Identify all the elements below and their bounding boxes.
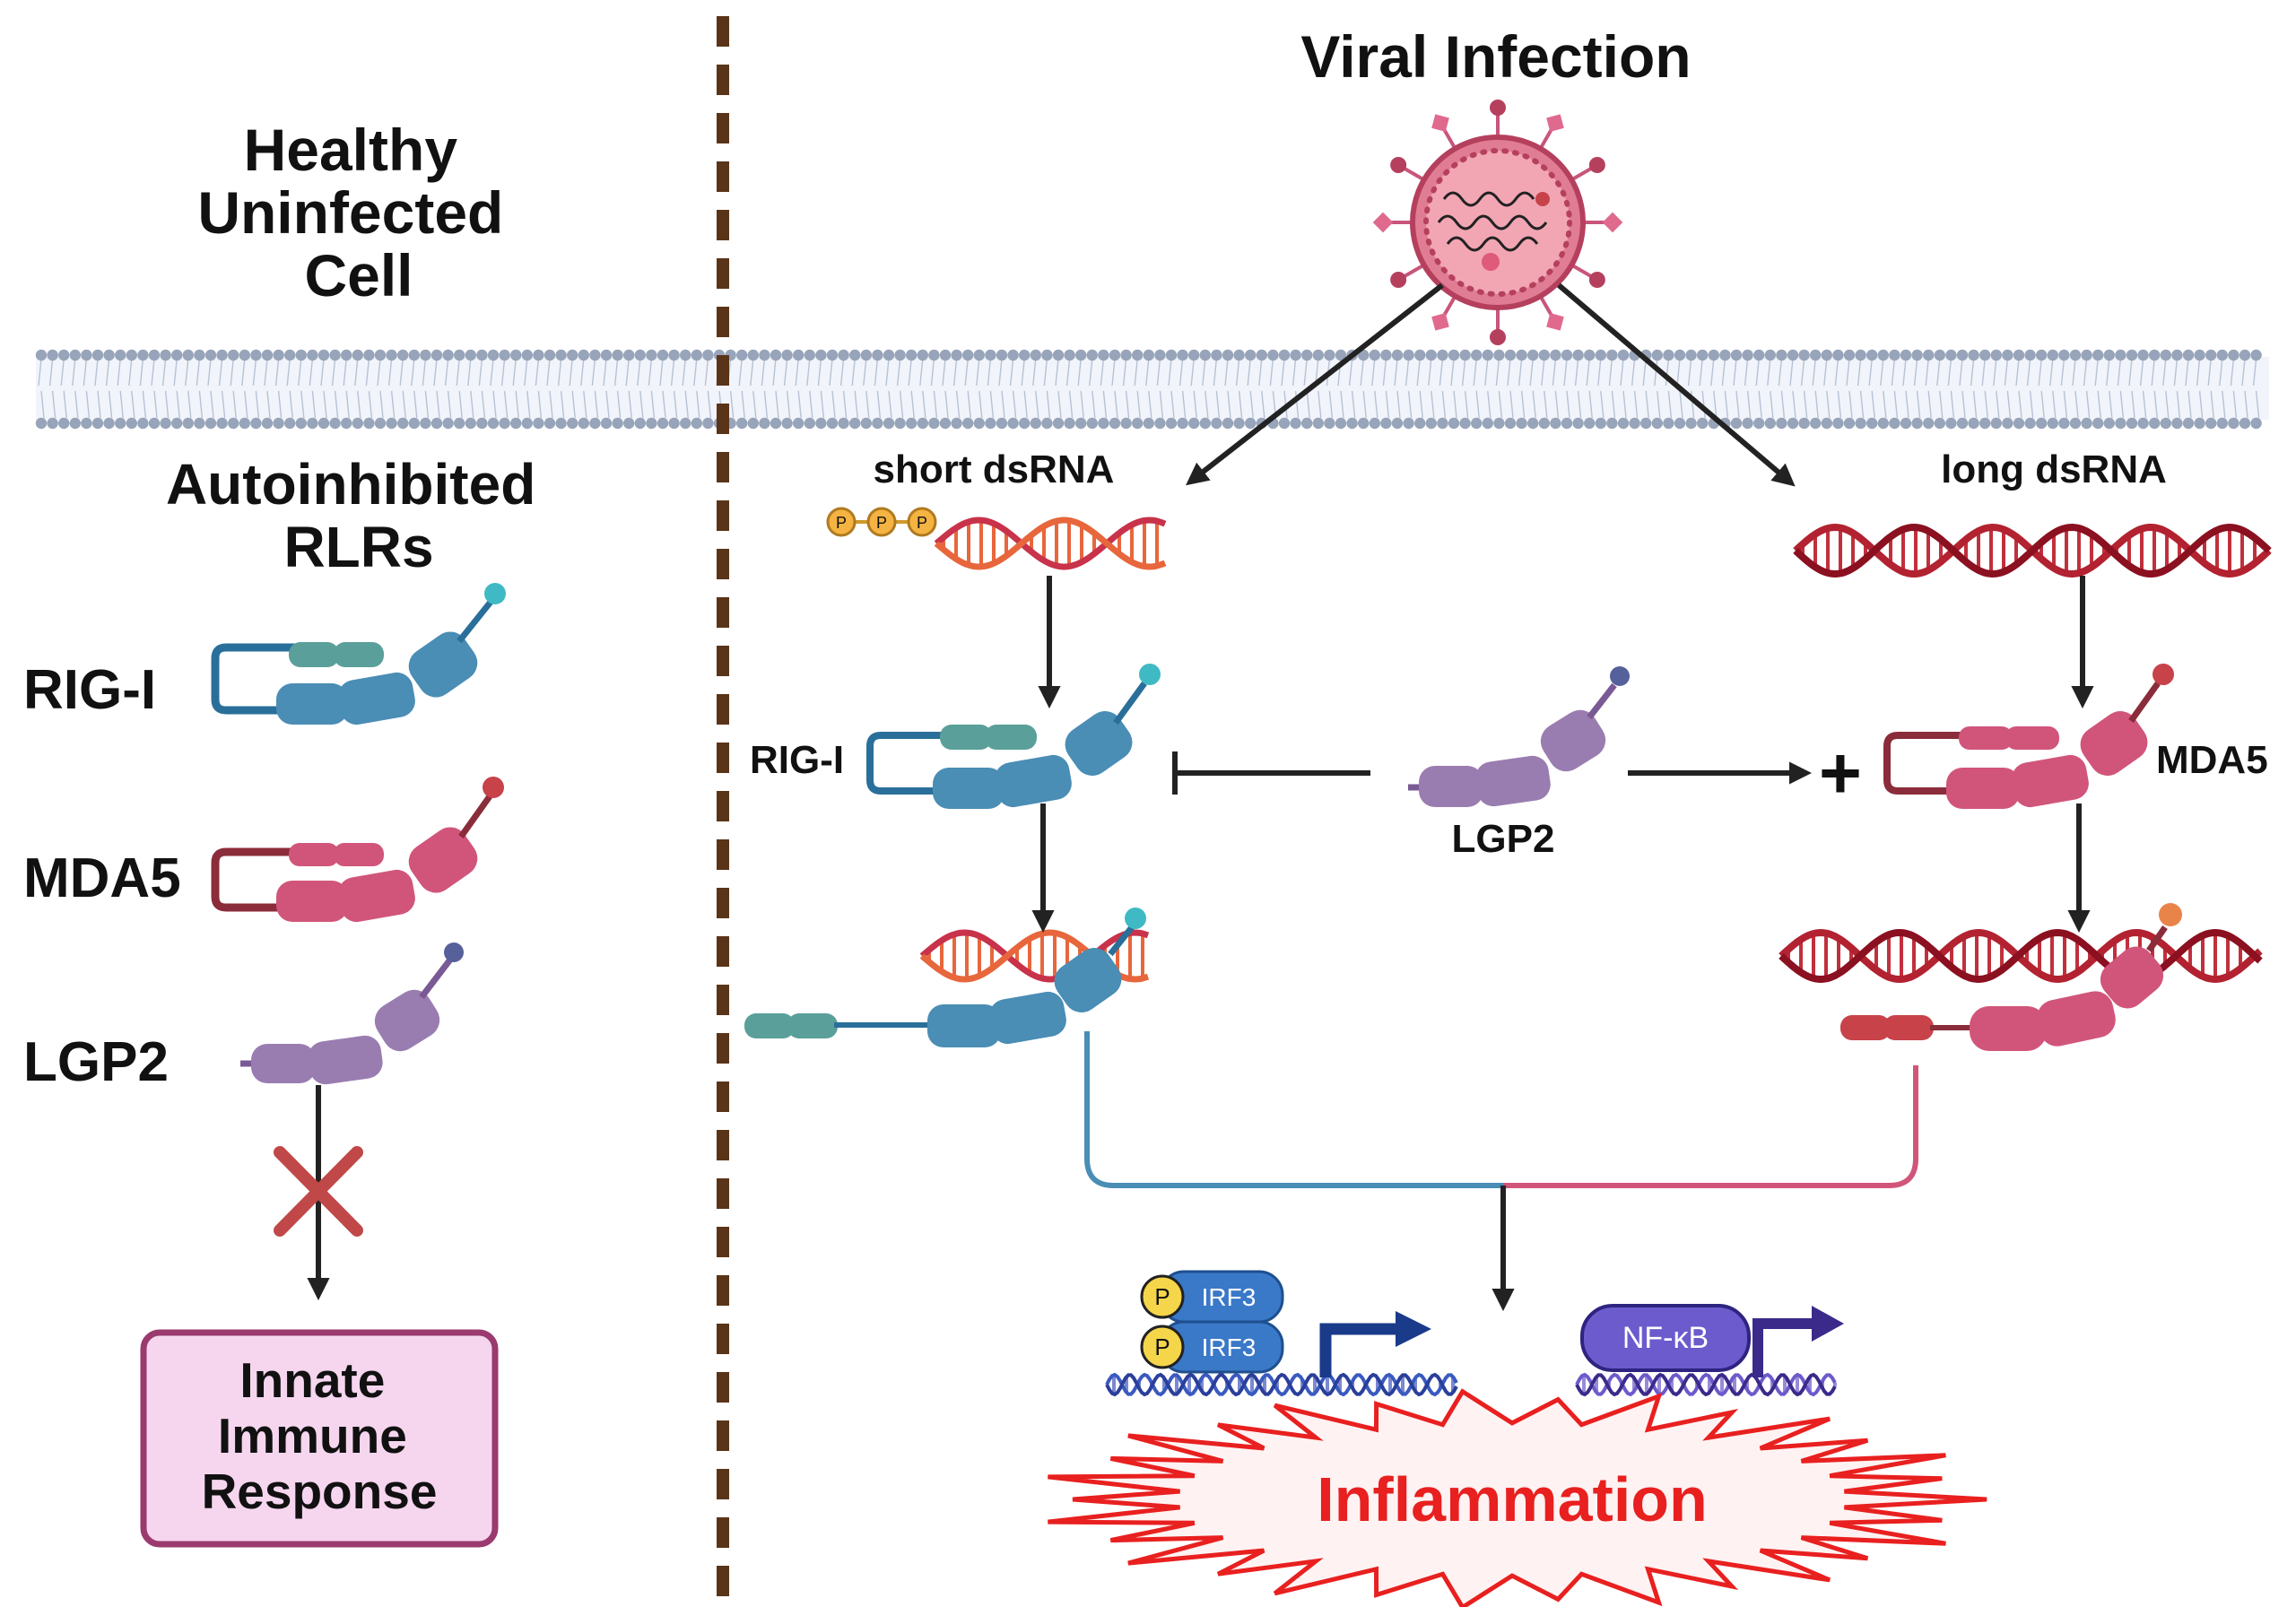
virus-icon xyxy=(1372,100,1623,345)
viral-infection-title: Viral Infection xyxy=(1300,23,1691,90)
inflammation-burst: Inflammation xyxy=(1048,1388,1987,1607)
autoinhibited-rlrs-title: Autoinhibited RLRs xyxy=(166,452,552,579)
inhibition-x-icon xyxy=(274,1146,363,1237)
rigi-protein-active xyxy=(744,908,1146,1047)
inhibition-arrow xyxy=(1172,751,1370,795)
rigi-label-left: RIG-I xyxy=(23,659,156,721)
healthy-cell-title: Healthy Uninfected Cell xyxy=(197,117,519,308)
short-dsrna-label: short dsRNA xyxy=(874,447,1115,491)
svg-text:P: P xyxy=(876,514,887,532)
plus-sign: + xyxy=(1819,733,1862,814)
dsrna-helix-icon xyxy=(934,517,1167,570)
svg-text:P: P xyxy=(917,514,927,532)
svg-text:P: P xyxy=(1154,1333,1170,1360)
irf3-dimer: IRF3 IRF3 P P xyxy=(1140,1270,1284,1374)
dna-helix-icon xyxy=(1575,1372,1837,1397)
nfkb-complex: NF-κB xyxy=(1580,1304,1751,1372)
lgp2-label-left: LGP2 xyxy=(23,1031,169,1093)
rigi-protein-autoinhibited xyxy=(211,583,506,725)
svg-text:IRF3: IRF3 xyxy=(1202,1283,1257,1311)
left-panel: Healthy Uninfected Cell Autoinhibited RL… xyxy=(23,117,552,1548)
dsrna-helix-icon xyxy=(1793,523,2272,578)
svg-text:P: P xyxy=(836,514,847,532)
transcription-arrow-icon xyxy=(1752,1306,1844,1377)
mda5-protein-autoinhibited xyxy=(211,777,504,923)
dna-helix-icon xyxy=(1105,1372,1458,1397)
mda5-label-right: MDA5 xyxy=(2156,738,2268,782)
rigi-label-right: RIG-I xyxy=(750,738,844,782)
rigi-protein-inactive xyxy=(866,664,1161,809)
arrow-virus-to-short xyxy=(1186,282,1444,486)
mda5-protein-active xyxy=(1840,903,2182,1051)
long-dsrna-label: long dsRNA xyxy=(1941,447,2167,491)
mda5-protein-inactive xyxy=(1883,664,2174,809)
svg-text:IRF3: IRF3 xyxy=(1202,1333,1257,1361)
inflammation-label: Inflammation xyxy=(1317,1464,1708,1534)
lgp2-label-center: LGP2 xyxy=(1452,817,1555,861)
signal-convergence-bracket xyxy=(1083,1031,1919,1188)
transcription-arrow-icon xyxy=(1319,1311,1431,1377)
innate-immune-response-box: Innate Immune Response xyxy=(140,1329,499,1548)
arrow-virus-to-long xyxy=(1557,282,1796,487)
triphosphate-group: P P P xyxy=(826,507,937,537)
svg-text:NF-κB: NF-κB xyxy=(1622,1321,1709,1355)
lgp2-protein-center xyxy=(1408,666,1630,807)
cell-membrane xyxy=(35,349,2269,430)
right-panel: Viral Infection short dsRNA long dsRNA P… xyxy=(744,23,2272,1607)
svg-text:Innate Immune: Innate Immune Response xyxy=(202,1352,438,1519)
svg-text:P: P xyxy=(1154,1283,1170,1310)
dsrna-helix-icon xyxy=(1779,928,2263,984)
lgp2-protein-left xyxy=(240,942,464,1085)
mda5-label-left: MDA5 xyxy=(23,847,181,909)
